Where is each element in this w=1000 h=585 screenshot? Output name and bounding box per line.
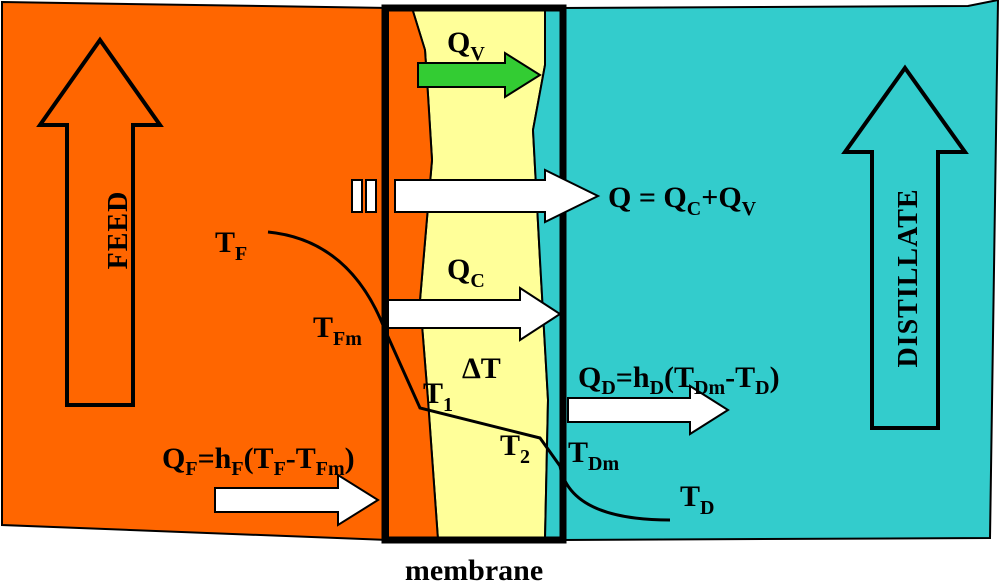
t2-label: T2 xyxy=(500,429,530,468)
tfm-label: TFm xyxy=(313,311,362,350)
qv-label: QV xyxy=(447,26,485,65)
qd-equation: QD=hD(TDm-TD) xyxy=(578,361,780,399)
temperature-profile xyxy=(267,230,671,522)
membrane-box xyxy=(381,4,567,544)
distillate-label: DISTILLATE xyxy=(893,188,924,367)
delta-t-label: ΔT xyxy=(462,352,501,385)
distillate-heat-arrow xyxy=(567,384,730,436)
total-heat-arrow xyxy=(394,168,601,224)
qc-label: QC xyxy=(447,253,485,292)
tf-label: TF xyxy=(215,226,247,265)
feed-heat-arrow xyxy=(214,473,380,527)
membrane-label: membrane xyxy=(405,554,543,585)
q-total-label: Q = QC+QV xyxy=(608,181,757,220)
t1-label: T1 xyxy=(423,377,453,416)
conduction-heat-arrow xyxy=(387,286,562,342)
distillate-arrow xyxy=(841,64,969,430)
qf-equation: QF=hF(TF-TFm) xyxy=(162,442,355,480)
total-heat-arrow-tail-2 xyxy=(365,179,377,213)
total-heat-arrow-tail-1 xyxy=(351,179,363,213)
feed-arrow xyxy=(36,36,164,407)
tdm-label: TDm xyxy=(568,436,619,475)
feed-label: FEED xyxy=(103,191,134,270)
td-label: TD xyxy=(680,480,714,519)
vapor-flux-arrow xyxy=(417,51,542,99)
